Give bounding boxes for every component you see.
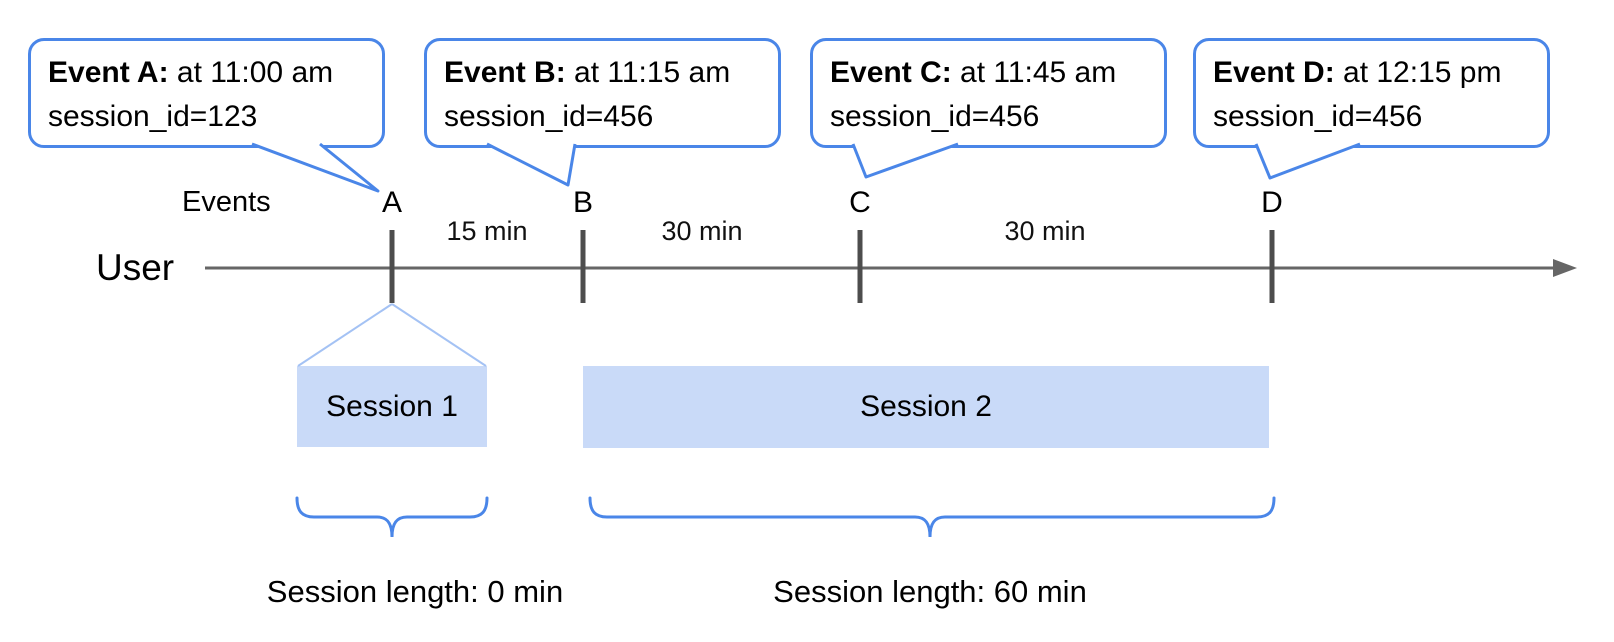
event-d-time: at 12:15 pm <box>1334 56 1502 89</box>
event-c-bubble-tail <box>851 142 959 179</box>
event-a-session-id: session_id=123 <box>48 100 258 133</box>
event-a-title: Event A: <box>48 56 169 89</box>
event-c-title: Event C: <box>830 56 952 89</box>
event-b-time: at 11:15 am <box>565 56 731 89</box>
interval-label-bc: 30 min <box>661 216 743 246</box>
event-b-title: Event B: <box>444 56 566 89</box>
session-1-length-label: Session length: 0 min <box>266 574 564 609</box>
session-1-funnel-left-line <box>297 303 393 367</box>
event-b-bubble: Event B: at 11:15 am session_id=456 <box>424 38 781 148</box>
event-b-session-id: session_id=456 <box>444 100 654 133</box>
session-2-label: Session 2 <box>860 390 992 423</box>
event-a-line1: Event A: at 11:00 am <box>48 51 374 95</box>
event-a-bubble: Event A: at 11:00 am session_id=123 <box>28 38 385 148</box>
interval-label-ab: 15 min <box>446 216 528 246</box>
user-axis-label: User <box>96 247 175 288</box>
event-c-line1: Event C: at 11:45 am <box>830 51 1156 95</box>
session-2-length-label: Session length: 60 min <box>773 574 1087 609</box>
session-2-brace <box>588 496 1276 538</box>
session-1-label: Session 1 <box>326 389 458 423</box>
event-b-line1: Event B: at 11:15 am <box>444 51 770 95</box>
interval-label-cd: 30 min <box>1004 216 1086 246</box>
event-c-session-id: session_id=456 <box>830 100 1040 133</box>
event-c-bubble: Event C: at 11:45 am session_id=456 <box>810 38 1167 148</box>
session-1-brace <box>295 496 489 538</box>
timeline-arrowhead-icon <box>1553 259 1577 277</box>
event-d-bubble-tail <box>1254 142 1361 180</box>
tick-label-c: C <box>849 186 871 219</box>
tick-label-b: B <box>572 186 594 219</box>
event-d-bubble: Event D: at 12:15 pm session_id=456 <box>1193 38 1550 148</box>
session-2-box: Session 2 <box>583 366 1269 448</box>
session-1-funnel-right-line <box>391 303 487 367</box>
tick-label-a: A <box>381 186 403 219</box>
event-d-title: Event D: <box>1213 56 1335 89</box>
event-a-bubble-tail <box>251 142 380 193</box>
tick-label-d: D <box>1261 186 1283 219</box>
session-1-box: Session 1 <box>297 366 487 447</box>
event-d-line1: Event D: at 12:15 pm <box>1213 51 1539 95</box>
event-a-time: at 11:00 am <box>168 56 334 89</box>
events-axis-label: Events <box>182 186 271 218</box>
event-c-time: at 11:45 am <box>951 56 1117 89</box>
event-b-bubble-tail <box>486 142 577 187</box>
event-d-session-id: session_id=456 <box>1213 100 1423 133</box>
